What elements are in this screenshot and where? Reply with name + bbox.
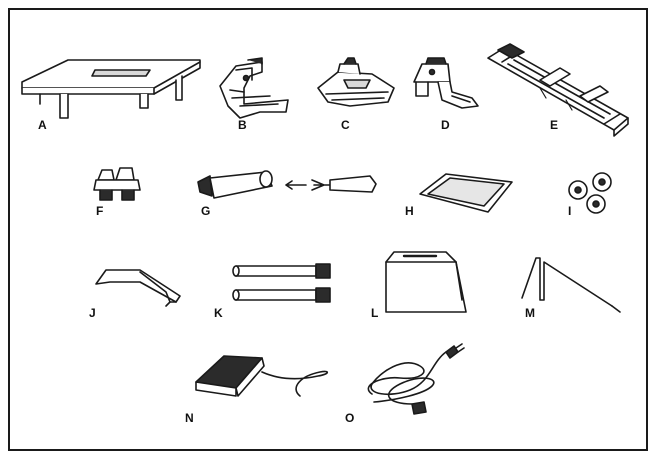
bobbins-icon <box>568 172 612 214</box>
diagram-frame <box>8 8 648 451</box>
screwdriver-icon <box>521 257 621 313</box>
dust-cover-icon <box>385 251 467 313</box>
label-m: M <box>525 306 535 320</box>
spool-pins-icon <box>232 263 331 303</box>
label-g: G <box>201 204 211 218</box>
satin-stitch-foot-icon <box>317 57 395 107</box>
label-k: K <box>214 306 223 320</box>
label-i: I <box>568 204 572 218</box>
foot-pedal-icon <box>195 355 329 397</box>
label-a: A <box>38 118 47 132</box>
buttonhole-foot-icon <box>487 43 629 137</box>
label-o: O <box>345 411 355 425</box>
label-n: N <box>185 411 194 425</box>
label-l: L <box>371 306 379 320</box>
label-c: C <box>341 118 350 132</box>
zipper-foot-icon <box>413 57 479 109</box>
edge-guide-icon <box>95 269 181 307</box>
label-e: E <box>550 118 559 132</box>
zigzag-presser-foot-icon <box>219 57 289 119</box>
button-sewing-foot-icon <box>93 167 141 201</box>
label-b: B <box>238 118 247 132</box>
power-cord-icon <box>367 343 465 415</box>
label-d: D <box>441 118 450 132</box>
label-h: H <box>405 204 414 218</box>
label-j: J <box>89 306 96 320</box>
seam-ripper-brush-icon <box>197 170 377 199</box>
label-f: F <box>96 204 104 218</box>
needle-pack-icon <box>419 173 513 213</box>
extension-table-icon <box>21 59 201 119</box>
